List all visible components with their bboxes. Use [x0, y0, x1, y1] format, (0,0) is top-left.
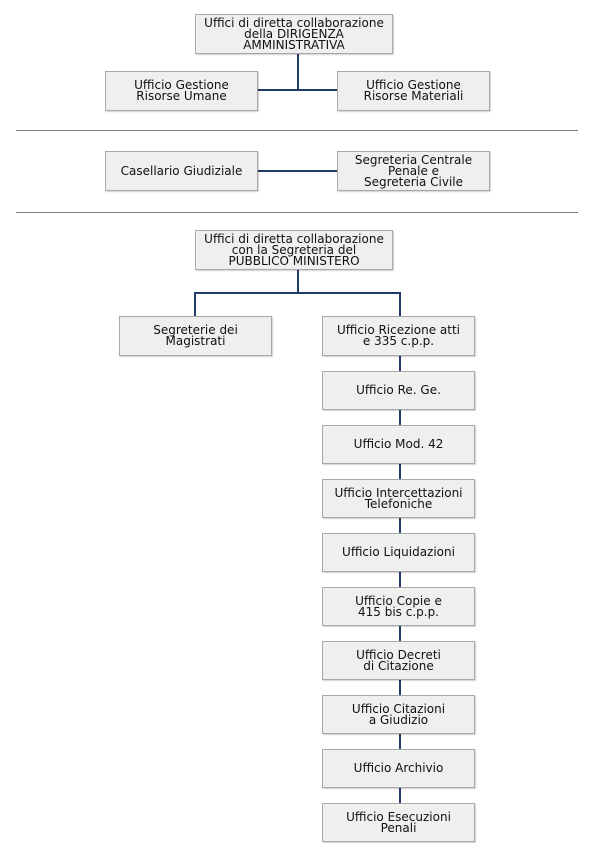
box-decreti-citazione: Ufficio Decreti di Citazione	[322, 641, 475, 680]
box-label: Ufficio Mod. 42	[353, 437, 444, 451]
box-copie: Ufficio Copie e 415 bis c.p.p.	[322, 587, 475, 626]
box-pubblico-ministero: Uffici di diretta collaborazione con la …	[195, 230, 393, 270]
box-label: Ufficio Gestione Risorse Umane	[134, 78, 229, 103]
box-label: Ufficio Decreti di Citazione	[356, 647, 441, 673]
box-label: Uffici di diretta collaborazione della D…	[204, 15, 384, 52]
box-risorse-umane: Ufficio Gestione Risorse Umane	[105, 71, 258, 111]
box-label: Ufficio Ricezione atti e 335 c.p.p.	[337, 323, 460, 348]
box-label: Ufficio Liquidazioni	[342, 545, 455, 559]
box-casellario-giudiziale: Casellario Giudiziale	[105, 151, 258, 191]
box-label: Ufficio Gestione Risorse Materiali	[363, 78, 464, 103]
box-ricezione-atti: Ufficio Ricezione atti e 335 c.p.p.	[322, 316, 475, 356]
box-dirigenza-amministrativa: Uffici di diretta collaborazione della D…	[195, 14, 393, 54]
box-liquidazioni: Ufficio Liquidazioni	[322, 533, 475, 572]
box-citazioni-giudizio: Ufficio Citazioni a Giudizio	[322, 695, 475, 734]
box-label: Segreterie dei Magistrati	[153, 323, 238, 348]
box-risorse-materiali: Ufficio Gestione Risorse Materiali	[337, 71, 490, 111]
box-intercettazioni: Ufficio Intercettazioni Telefoniche	[322, 479, 475, 518]
box-mod-42: Ufficio Mod. 42	[322, 425, 475, 464]
box-label: Ufficio Esecuzioni Penali	[346, 809, 451, 835]
box-label: Uffici di diretta collaborazione con la …	[204, 231, 384, 268]
box-segreteria-centrale: Segreteria Centrale Penale e Segreteria …	[337, 151, 490, 191]
box-label: Ufficio Intercettazioni Telefoniche	[334, 485, 463, 511]
box-label: Segreteria Centrale Penale e Segreteria …	[354, 152, 473, 189]
box-label: Ufficio Copie e 415 bis c.p.p.	[355, 593, 442, 619]
box-esecuzioni-penali: Ufficio Esecuzioni Penali	[322, 803, 475, 842]
box-label: Ufficio Citazioni a Giudizio	[351, 701, 446, 727]
box-label: Casellario Giudiziale	[120, 163, 243, 178]
section-separator-2	[16, 212, 578, 213]
box-label: Ufficio Archivio	[353, 761, 444, 775]
box-re-ge: Ufficio Re. Ge.	[322, 371, 475, 410]
box-archivio: Ufficio Archivio	[322, 749, 475, 788]
box-label: Ufficio Re. Ge.	[356, 383, 441, 397]
box-segreterie-magistrati: Segreterie dei Magistrati	[119, 316, 272, 356]
section-separator-1	[16, 130, 578, 131]
